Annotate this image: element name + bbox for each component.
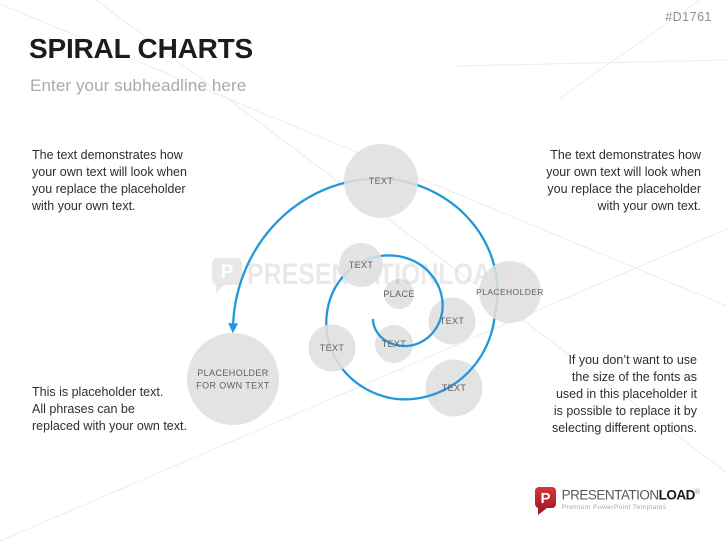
spiral-node-circle xyxy=(344,144,418,218)
logo-tagline: Premium PowerPoint Templates xyxy=(561,503,667,511)
text-block-bottom-right: If you don’t want to use the size of the… xyxy=(551,353,697,435)
text-block-top-right: The text demonstrates how your own text … xyxy=(546,148,701,213)
spiral-node-label: TEXT xyxy=(440,316,465,326)
spiral-node-circle xyxy=(479,261,541,323)
spiral-nodes-above xyxy=(308,144,541,372)
spiral-node-circle xyxy=(187,333,279,425)
spiral-node-labels: TEXT TEXT PLACE TEXT TEXT TEXT PLACEHOLDER TEXT… xyxy=(196,176,544,393)
watermark-line xyxy=(559,0,701,99)
presentationload-logo: P PRESENTATIONLOAD® Premium PowerPoint T… xyxy=(534,486,700,516)
watermark-p-icon xyxy=(212,258,242,285)
spiral-node-label: PLACEHOLDER xyxy=(476,287,544,297)
logo-letter: P xyxy=(540,490,550,507)
presentationload-p-icon: P xyxy=(534,487,556,515)
spiral-node-label: PLACE xyxy=(383,289,415,299)
template-id: #D1761 xyxy=(665,10,712,24)
spiral-nodes-below xyxy=(187,279,483,425)
logo-brand-part2: LOAD xyxy=(658,487,696,503)
logo-brand-text: PRESENTATIONLOAD® xyxy=(562,486,700,503)
text-block-top-left: The text demonstrates how your own text … xyxy=(32,148,187,213)
spiral-node-label: FOR OWN TEXT xyxy=(196,380,270,390)
spiral-node-circle xyxy=(308,324,356,372)
spiral-node-label: TEXT xyxy=(382,339,407,349)
spiral-node-label: TEXT xyxy=(349,260,374,270)
text-block-bottom-left: This is placeholder text. All phrases ca… xyxy=(32,385,187,433)
spiral-node-label: TEXT xyxy=(442,383,467,393)
spiral-node-label: TEXT xyxy=(320,343,345,353)
spiral-node-label: TEXT xyxy=(369,176,394,186)
watermark-line xyxy=(454,59,727,67)
spiral-node-circle xyxy=(339,243,383,287)
watermark-line xyxy=(95,0,727,474)
page-title: SPIRAL CHARTS xyxy=(29,33,254,64)
logo-brand-part1: PRESENTATION xyxy=(561,487,660,503)
watermark-p-icon-tail xyxy=(216,284,225,293)
spiral-node-circle xyxy=(384,279,414,309)
watermark-logo-letter: P xyxy=(221,262,234,283)
spiral-node-label: PLACEHOLDER xyxy=(197,368,269,378)
spiral-node-circle xyxy=(428,297,476,345)
registered-mark: ® xyxy=(694,489,700,496)
subheadline: Enter your subheadline here xyxy=(30,76,247,95)
watermark-line xyxy=(0,228,727,542)
